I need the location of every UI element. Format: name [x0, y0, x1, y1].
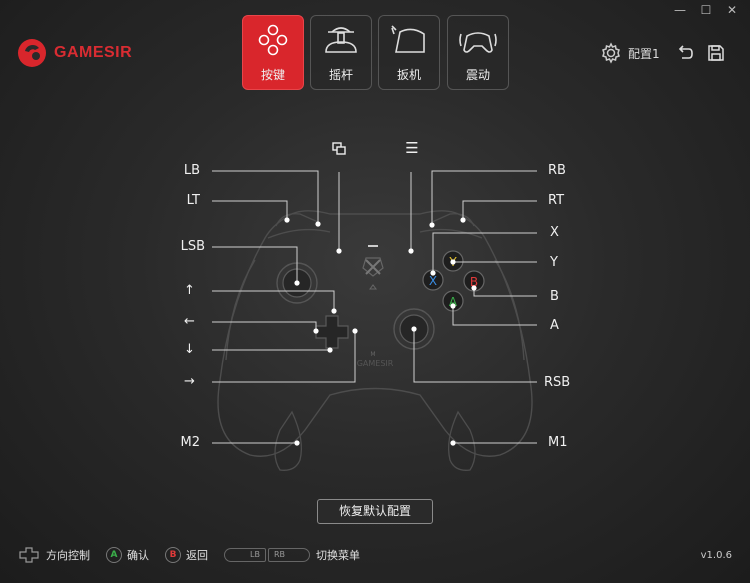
minimize-button[interactable]: —	[674, 3, 686, 17]
mapping-dpad-left[interactable]: ←	[184, 314, 195, 329]
footer-hints: 方向控制 A 确认 B 返回 LB RB 切换菜单	[16, 543, 360, 567]
buttons-icon	[258, 24, 288, 56]
view-icon	[332, 142, 346, 155]
m2-paddle	[274, 410, 303, 471]
tab-label: 摇杆	[328, 68, 353, 82]
reset-default-button[interactable]: 恢复默认配置	[317, 499, 433, 524]
home-button	[362, 257, 384, 277]
anchor-dots	[284, 217, 477, 446]
mapping-m2[interactable]: M2	[180, 435, 201, 450]
rb-hint-icon: RB	[268, 548, 310, 562]
confirm-hint-label: 确认	[127, 549, 149, 562]
share-mark	[369, 284, 377, 290]
mapping-lb[interactable]: LB	[183, 163, 200, 178]
mapping-x[interactable]: X	[550, 225, 559, 240]
mapping-m1[interactable]: M1	[548, 435, 568, 450]
joystick-icon	[325, 27, 357, 53]
tab-trigger[interactable]: 扳机	[378, 15, 440, 90]
gamesir-logo-icon	[18, 39, 46, 67]
mapping-a[interactable]: A	[550, 318, 559, 333]
mapping-lt[interactable]: LT	[186, 193, 200, 208]
a-key-hint-icon: A	[106, 547, 122, 563]
b-key-hint-icon: B	[165, 547, 181, 563]
tab-joystick[interactable]: 摇杆	[310, 15, 372, 90]
tab-label: 扳机	[396, 68, 421, 82]
tab-label: 震动	[465, 68, 490, 82]
mapping-y[interactable]: Y	[550, 255, 558, 270]
mapping-lsb[interactable]: LSB	[180, 239, 205, 254]
maximize-button[interactable]: ☐	[700, 3, 712, 17]
menu-icon: ☰	[405, 139, 419, 157]
dpad-hint-icon	[19, 547, 39, 563]
close-button[interactable]: ✕	[726, 3, 738, 17]
bumper-hint-icon: LB RB	[224, 548, 310, 562]
mapping-b[interactable]: B	[550, 289, 559, 304]
m1-paddle	[447, 410, 476, 471]
m-mark: M	[370, 351, 375, 358]
view-button-mapping[interactable]	[331, 141, 347, 157]
mapping-dpad-right[interactable]: →	[184, 374, 195, 389]
profile-name: 配置1	[628, 46, 660, 61]
dpad	[315, 315, 349, 349]
tab-vibration[interactable]: 震动	[447, 15, 509, 90]
dpad-hint-label: 方向控制	[46, 549, 90, 562]
controller-brand: GAMESIR	[357, 359, 394, 368]
gear-icon	[602, 42, 620, 64]
x-face-label: X	[429, 274, 437, 288]
vibration-icon	[459, 32, 497, 53]
save-button[interactable]	[707, 44, 725, 62]
save-icon	[708, 45, 724, 61]
undo-icon	[678, 45, 693, 59]
tab-label: 按键	[260, 68, 285, 82]
profile-selector[interactable]: 配置1	[600, 42, 660, 64]
a-face-label: A	[449, 295, 458, 309]
tab-buttons[interactable]: 按键	[242, 15, 304, 90]
menu-button-mapping[interactable]: ☰	[404, 140, 420, 156]
view-mark	[368, 245, 378, 247]
back-hint-label: 返回	[186, 549, 208, 562]
switch-hint-label: 切换菜单	[316, 549, 360, 562]
trigger-icon	[391, 25, 425, 53]
version-label: v1.0.6	[700, 550, 732, 561]
mapping-rsb[interactable]: RSB	[544, 375, 571, 390]
brand-name: GAMESIR	[54, 44, 133, 61]
leader-lines	[212, 170, 537, 444]
mapping-rb[interactable]: RB	[548, 163, 566, 178]
lb-hint-icon: LB	[224, 548, 266, 562]
b-face-label: B	[470, 275, 478, 289]
controller-body	[217, 210, 533, 457]
mapping-rt[interactable]: RT	[548, 193, 565, 208]
brand-logo: GAMESIR	[16, 36, 146, 70]
mapping-dpad-up[interactable]: ↑	[184, 283, 195, 298]
mapping-dpad-down[interactable]: ↓	[184, 342, 195, 357]
undo-button[interactable]	[677, 44, 695, 62]
